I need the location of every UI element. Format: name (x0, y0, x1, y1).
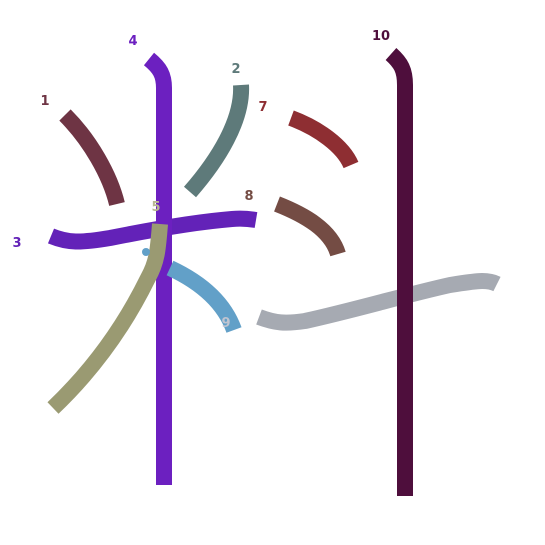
stroke-7 (288, 110, 359, 169)
stroke-number-labels: 1 2 3 4 5 7 8 9 10 (12, 29, 390, 331)
strokes-group (47, 48, 501, 496)
stroke-6-start-marker (142, 248, 150, 256)
stroke-9 (256, 273, 501, 331)
stroke-5 (47, 223, 168, 414)
stroke-number-1: 1 (40, 94, 49, 109)
stroke-number-4: 4 (128, 34, 137, 49)
stroke-10 (385, 48, 413, 496)
stroke-8 (274, 196, 346, 257)
stroke-number-5: 5 (151, 200, 160, 215)
stroke-number-9: 9 (221, 316, 230, 331)
stroke-6 (166, 260, 242, 334)
stroke-number-10: 10 (372, 29, 390, 44)
stroke-2 (183, 84, 250, 198)
stroke-number-2: 2 (231, 62, 240, 77)
stroke-number-7: 7 (258, 100, 267, 115)
stroke-number-3: 3 (12, 236, 21, 251)
stroke-1 (59, 109, 125, 207)
stroke-number-8: 8 (244, 189, 253, 204)
stroke-4 (143, 52, 172, 485)
stroke-3 (47, 210, 258, 250)
